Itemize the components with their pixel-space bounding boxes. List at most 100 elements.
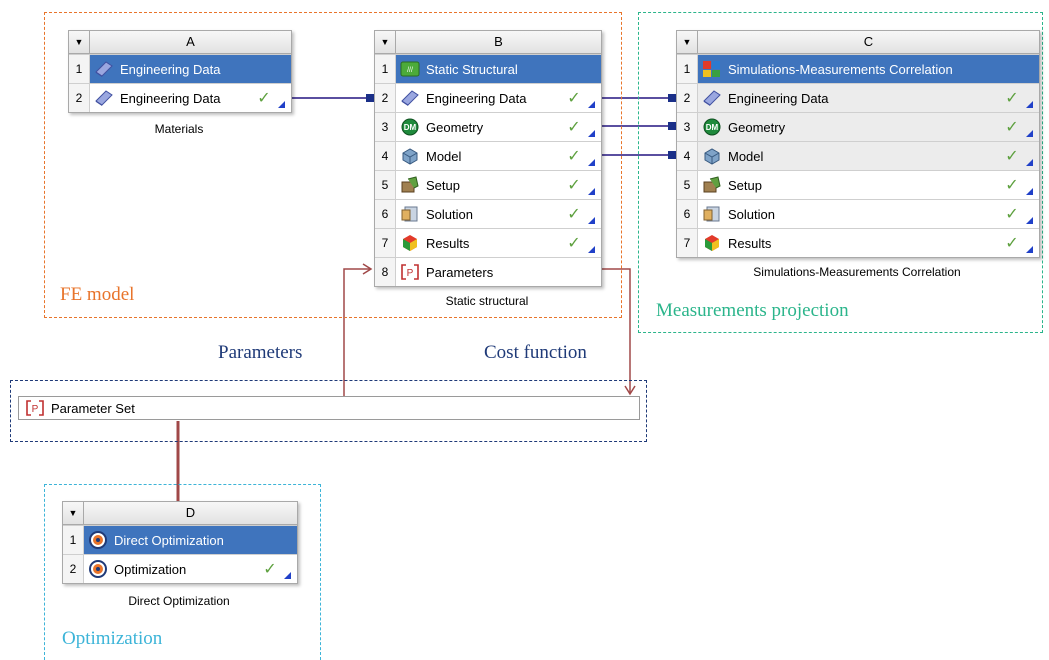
row-number: 2 (677, 84, 698, 112)
system-c-row-3[interactable]: 3 DM Geometry ✓ (677, 112, 1039, 141)
system-d-menu-arrow-icon[interactable]: ▼ (63, 502, 84, 524)
corner-triangle-icon (1026, 158, 1033, 166)
corner-triangle-icon (588, 100, 595, 108)
system-b-header: ▼ B (375, 31, 601, 54)
corner-triangle-icon (1026, 100, 1033, 108)
svg-text:P: P (32, 404, 39, 415)
row-label: Geometry (728, 119, 786, 135)
row-label: Results (426, 235, 470, 251)
system-b-block[interactable]: ▼ B 1 /// Static Structural 2 Engineerin… (374, 30, 602, 287)
region-parameter-set (10, 380, 647, 442)
check-icon: ✓ (567, 177, 581, 194)
region-optimization (44, 484, 321, 660)
system-a-header: ▼ A (69, 31, 291, 54)
system-a-block[interactable]: ▼ A 1 Engineering Data 2 Engineering Dat… (68, 30, 292, 113)
check-icon: ✓ (1005, 177, 1019, 194)
row-number: 6 (375, 200, 396, 228)
setup-icon (702, 175, 722, 195)
parameters-icon: P (25, 398, 45, 418)
system-b-row-1[interactable]: 1 /// Static Structural (375, 54, 601, 83)
system-b-input-port-2 (366, 94, 374, 102)
system-c-letter: C (863, 34, 874, 49)
solution-icon (400, 204, 420, 224)
check-icon: ✓ (567, 90, 581, 107)
region-measurements-label: Measurements projection (656, 300, 849, 321)
check-icon: ✓ (567, 206, 581, 223)
svg-text:DM: DM (706, 123, 719, 132)
system-a-menu-arrow-icon[interactable]: ▼ (69, 31, 90, 53)
row-label: Setup (728, 177, 762, 193)
row-number: 1 (63, 526, 84, 554)
region-optimization-label: Optimization (62, 628, 163, 649)
svg-text:DM: DM (404, 123, 417, 132)
dm-icon: DM (702, 117, 722, 137)
system-a-caption[interactable]: Materials (154, 122, 204, 136)
system-b-row-2[interactable]: 2 Engineering Data ✓ (375, 83, 601, 112)
corner-triangle-icon (1026, 129, 1033, 137)
row-number: 4 (677, 142, 698, 170)
row-number: 5 (677, 171, 698, 199)
system-c-row-1[interactable]: 1 Simulations-Measurements Correlation (677, 54, 1039, 83)
check-icon: ✓ (567, 148, 581, 165)
row-label: Model (426, 148, 462, 164)
book-icon (702, 88, 722, 108)
system-c-row-4[interactable]: 4 Model ✓ (677, 141, 1039, 170)
row-number: 7 (375, 229, 396, 257)
system-d-caption[interactable]: Direct Optimization (128, 594, 230, 608)
dm-icon: DM (400, 117, 420, 137)
row-number: 4 (375, 142, 396, 170)
system-c-row-6[interactable]: 6 Solution ✓ (677, 199, 1039, 228)
system-b-caption[interactable]: Static structural (445, 294, 529, 308)
system-a-letter: A (186, 34, 195, 49)
row-label: Solution (728, 206, 775, 222)
row-number: 7 (677, 229, 698, 257)
system-b-row-3[interactable]: 3 DM Geometry ✓ (375, 112, 601, 141)
parameter-set-bar[interactable]: P Parameter Set (18, 396, 640, 420)
row-label: Engineering Data (120, 61, 221, 77)
row-label: Solution (426, 206, 473, 222)
system-d-row-2[interactable]: 2 Optimization ✓ (63, 554, 297, 583)
system-c-block[interactable]: ▼ C 1 Simulations-Measurements Correlati… (676, 30, 1040, 258)
system-c-row-7[interactable]: 7 Results ✓ (677, 228, 1039, 257)
system-b-row-8[interactable]: 8 P Parameters (375, 257, 601, 286)
row-number: 3 (677, 113, 698, 141)
system-c-input-port-3 (668, 122, 676, 130)
system-b-letter: B (494, 34, 503, 49)
system-b-row-6[interactable]: 6 Solution ✓ (375, 199, 601, 228)
results-icon (702, 233, 722, 253)
parameters-arrow (343, 268, 370, 396)
book-icon (94, 59, 114, 79)
system-b-row-7[interactable]: 7 Results ✓ (375, 228, 601, 257)
system-c-menu-arrow-icon[interactable]: ▼ (677, 31, 698, 53)
check-icon: ✓ (1005, 148, 1019, 165)
system-c-caption[interactable]: Simulations-Measurements Correlation (753, 265, 961, 279)
system-b-row-5[interactable]: 5 Setup ✓ (375, 170, 601, 199)
system-d-header: ▼ D (63, 502, 297, 525)
results-icon (400, 233, 420, 253)
corner-triangle-icon (588, 216, 595, 224)
system-c-row-2[interactable]: 2 Engineering Data ✓ (677, 83, 1039, 112)
system-c-header: ▼ C (677, 31, 1039, 54)
system-a-row-2[interactable]: 2 Engineering Data ✓ (69, 83, 291, 112)
system-c-row-5[interactable]: 5 Setup ✓ (677, 170, 1039, 199)
system-a-row-1[interactable]: 1 Engineering Data (69, 54, 291, 83)
system-d-block[interactable]: ▼ D 1 Direct Optimization 2 Optimization… (62, 501, 298, 584)
system-b-menu-arrow-icon[interactable]: ▼ (375, 31, 396, 53)
row-label: Geometry (426, 119, 484, 135)
system-b-row-4[interactable]: 4 Model ✓ (375, 141, 601, 170)
model-icon (702, 146, 722, 166)
corner-triangle-icon (1026, 187, 1033, 195)
corner-triangle-icon (588, 158, 595, 166)
check-icon: ✓ (567, 235, 581, 252)
region-fe-model-label: FE model (60, 284, 135, 305)
region-measurements (638, 12, 1043, 333)
book-icon (94, 88, 114, 108)
row-label: Parameters (426, 264, 494, 280)
model-icon (400, 146, 420, 166)
parameters-arrow-label: Parameters (218, 342, 303, 363)
system-d-row-1[interactable]: 1 Direct Optimization (63, 525, 297, 554)
row-number: 8 (375, 258, 396, 286)
target-icon (88, 530, 108, 550)
svg-text:///: /// (407, 67, 413, 74)
corner-triangle-icon (588, 245, 595, 253)
